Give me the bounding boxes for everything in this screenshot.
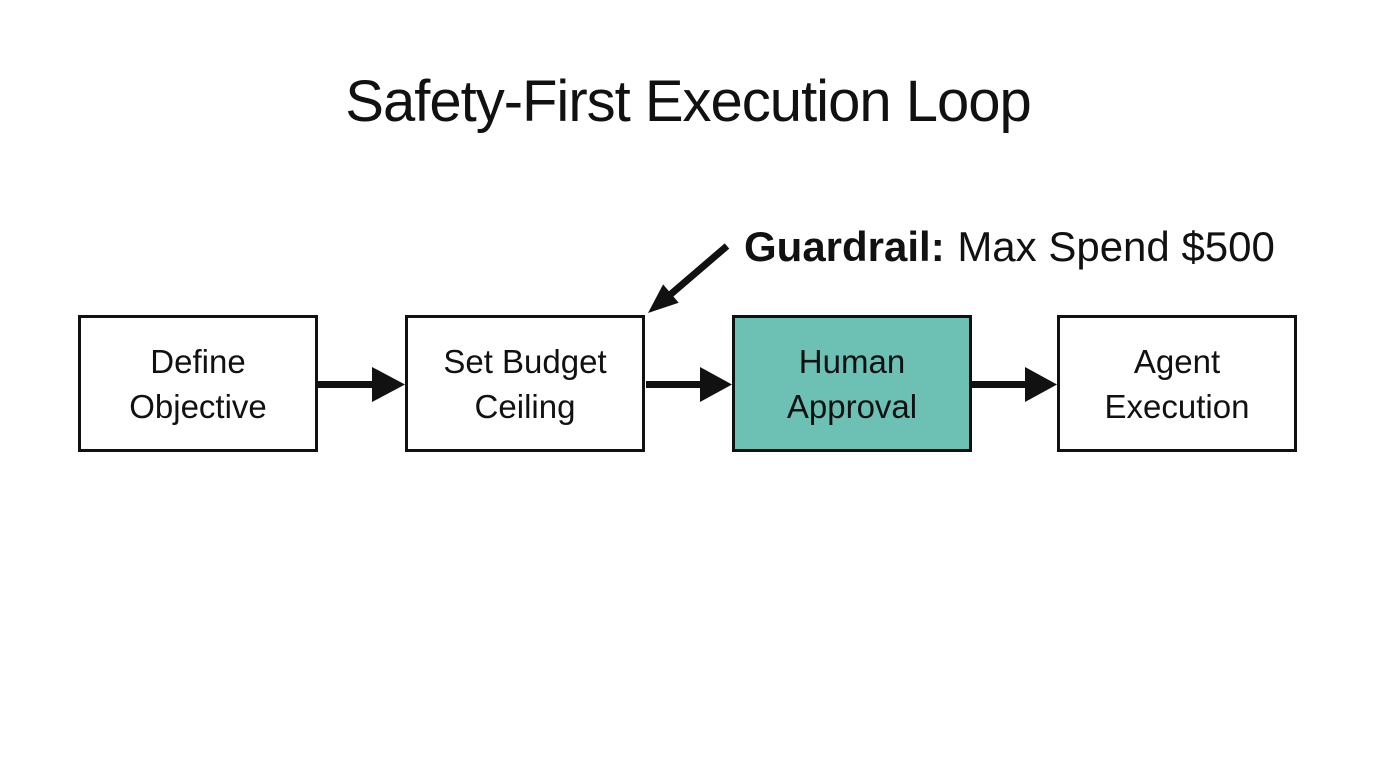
flow-arrow-3 [972,367,1057,402]
node-label: Agent Execution [1104,342,1250,425]
node-label: Human Approval [786,342,918,425]
node-define-objective: Define Objective [78,315,318,452]
flow-arrow-2 [646,367,732,402]
flow-arrow-1 [318,367,405,402]
node-agent-execution: Agent Execution [1057,315,1297,452]
node-human-approval: Human Approval [732,315,972,452]
diagram-title: Safety-First Execution Loop [345,69,1031,134]
node-label: Set Budget Ceiling [443,342,607,425]
node-set-budget-ceiling: Set Budget Ceiling [405,315,645,452]
guardrail-annotation: Guardrail: Max Spend $500 [744,222,1275,272]
node-label: Define Objective [129,342,267,425]
annotation-arrow [648,243,730,313]
guardrail-annotation-text: Max Spend $500 [957,223,1275,270]
guardrail-annotation-label: Guardrail: [744,223,945,270]
